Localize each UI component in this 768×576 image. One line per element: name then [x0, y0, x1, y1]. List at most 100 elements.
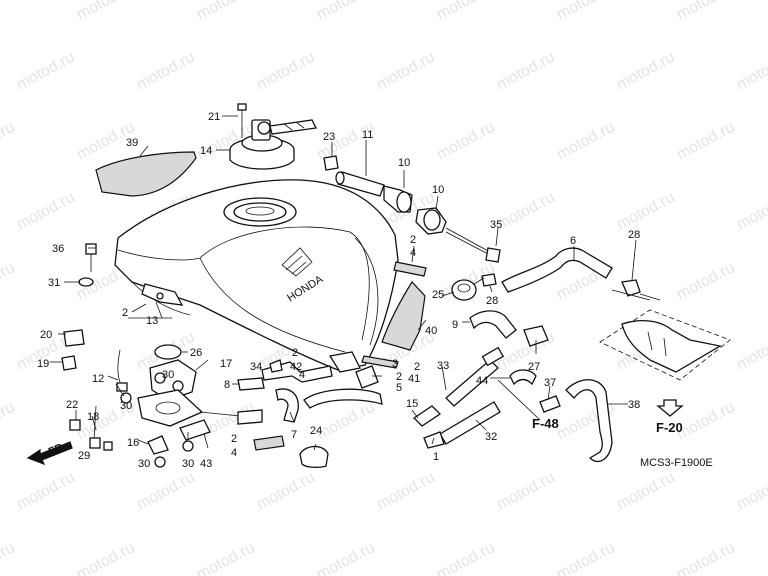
- watermark-text: motod.ru: [14, 469, 78, 514]
- callout-label: 22: [66, 399, 78, 411]
- callout-label: 21: [208, 111, 220, 123]
- callout-label: 44: [476, 375, 488, 387]
- callout-label: 9: [452, 319, 458, 331]
- callout-label: 31: [48, 277, 60, 289]
- callout-labels: 1 2 2 2 2 2 2 3 4 4 4 5 6 7 8 9 10 10 11…: [37, 111, 640, 470]
- frame-detail: [599, 289, 731, 381]
- watermark-text: motod.ru: [74, 539, 138, 576]
- callout-label: 41: [408, 373, 420, 385]
- clip-28-b: [481, 273, 497, 287]
- ref-arrow-f48: [497, 379, 541, 421]
- bracket-43: [179, 419, 211, 441]
- callout-label: 35: [490, 219, 502, 231]
- callout-label: 11: [362, 129, 373, 141]
- washer-31: [78, 277, 94, 287]
- callout-label: 25: [432, 289, 444, 301]
- watermark-text: motod.ru: [194, 539, 258, 576]
- clamp-24: [299, 445, 329, 468]
- watermark-text: motod.ru: [0, 399, 18, 444]
- watermark-text: motod.ru: [494, 189, 558, 234]
- clip-34: [269, 359, 283, 373]
- callout-label: 13: [146, 315, 158, 327]
- front-arrow: [26, 441, 73, 466]
- watermark-text: motod.ru: [14, 189, 78, 234]
- watermark-text: motod.ru: [314, 539, 378, 576]
- watermark-text: motod.ru: [194, 0, 258, 24]
- tube-1: [423, 431, 445, 449]
- callout-label: 37: [544, 377, 556, 389]
- strap-3: [361, 355, 399, 369]
- callout-label: 32: [485, 431, 497, 443]
- watermark-text: motod.ru: [0, 119, 18, 164]
- callout-label: 12: [92, 373, 104, 385]
- callout-label: 15: [406, 398, 418, 410]
- clamp-27: [523, 325, 549, 347]
- callout-label: 2: [414, 361, 420, 373]
- hose-32: [439, 401, 501, 445]
- tank-pad-side: [381, 281, 426, 351]
- watermark-text: motod.ru: [434, 119, 498, 164]
- breather-assembly: [335, 171, 501, 263]
- hose-6: [501, 247, 613, 293]
- watermark-text: motod.ru: [0, 0, 18, 24]
- callout-label: 27: [528, 361, 540, 373]
- watermark-text: motod.ru: [374, 49, 438, 94]
- tank-pad-front: [95, 151, 197, 197]
- hose-7: [275, 388, 299, 423]
- bolt-30-b: [182, 440, 194, 452]
- lead-18: [69, 405, 113, 451]
- ref-label-f48: F-48: [532, 416, 559, 431]
- callout-label: 10: [398, 157, 410, 169]
- ref-arrow-f20: [656, 399, 684, 417]
- callout-label: 18: [87, 411, 99, 423]
- callout-label: 3: [392, 358, 398, 370]
- callout-label: 17: [220, 358, 232, 370]
- callout-label: 24: [310, 425, 322, 437]
- damper-20: [63, 329, 85, 347]
- clip-28-a: [621, 279, 641, 297]
- watermark-text: motod.ru: [734, 329, 768, 374]
- callout-label: 30: [182, 458, 194, 470]
- callout-label: 4: [231, 447, 237, 459]
- lead-12: [116, 349, 128, 392]
- grommet-23: [323, 155, 339, 171]
- callout-label: 38: [628, 399, 640, 411]
- callout-label: 28: [486, 295, 498, 307]
- callout-label: 16: [127, 437, 139, 449]
- watermark-text: motod.ru: [674, 119, 738, 164]
- callout-label: 23: [323, 131, 335, 143]
- watermark-text: motod.ru: [554, 539, 618, 576]
- callout-label: 30: [120, 400, 132, 412]
- watermark-text: motod.ru: [134, 469, 198, 514]
- callout-label: 43: [200, 458, 212, 470]
- watermark-text: motod.ru: [254, 469, 318, 514]
- pad-4-top: [393, 261, 427, 277]
- watermark-text: motod.ru: [674, 539, 738, 576]
- callout-label: 2: [292, 347, 298, 359]
- callout-label: 10: [432, 184, 444, 196]
- watermark-text: motod.ru: [614, 189, 678, 234]
- callout-label: 2: [231, 433, 237, 445]
- callout-label: 7: [291, 429, 297, 441]
- hose-9: [469, 310, 517, 339]
- callout-label: 2: [410, 234, 416, 246]
- pad-4-bottom: [253, 435, 285, 451]
- leader-lines: [50, 115, 637, 451]
- valve-25: [451, 277, 485, 301]
- watermark-text: motod.ru: [74, 0, 138, 24]
- callout-label: 33: [437, 360, 449, 372]
- watermark-text: motod.ru: [734, 189, 768, 234]
- hose-8: [237, 377, 265, 391]
- clamp-44: [509, 369, 537, 386]
- watermark-text: motod.ru: [0, 259, 18, 304]
- watermark-text: motod.ru: [374, 469, 438, 514]
- cap-bolt: [237, 103, 247, 138]
- bolt-30-a: [154, 456, 166, 468]
- watermark-text: motod.ru: [434, 539, 498, 576]
- watermark-text: motod.ru: [14, 49, 78, 94]
- callout-label: 26: [190, 347, 202, 359]
- watermark-text: motod.ru: [494, 469, 558, 514]
- front-label: FR.: [47, 440, 68, 458]
